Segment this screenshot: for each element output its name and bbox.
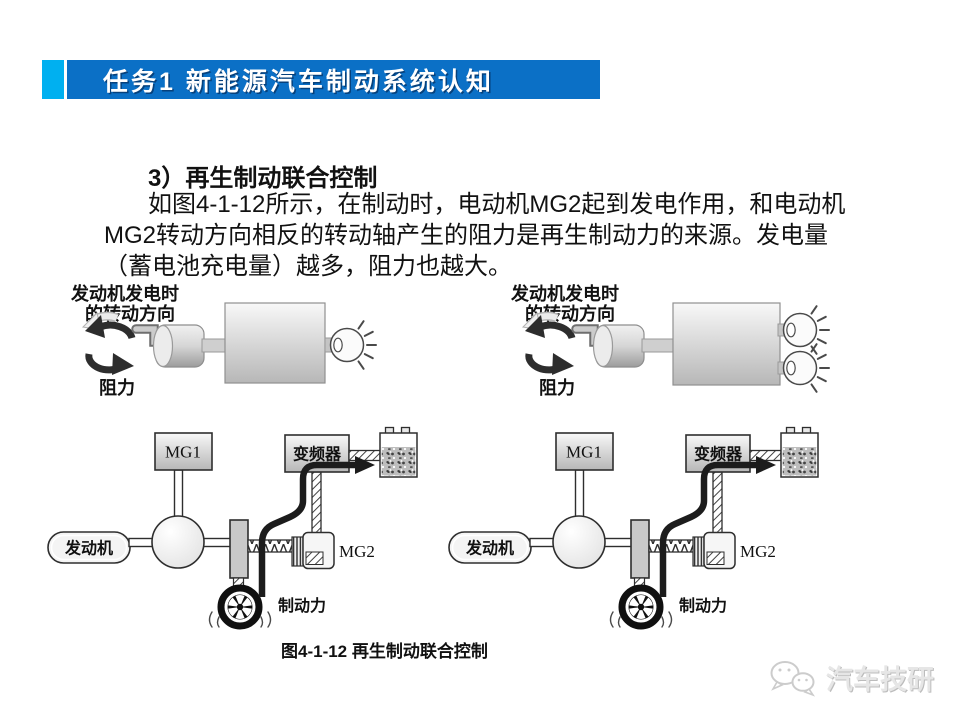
header-accent-square (42, 60, 64, 99)
watermark-brand: 汽车技研 (826, 665, 934, 695)
figure-diagram: 发动机发电时 的转动方向 阻力 (0, 280, 830, 640)
paragraph-line: 如图4-1-12所示，在制动时，电动机MG2起到发电作用，和电动机 (148, 191, 846, 218)
paragraph-line: （蓄电池充电量）越多，阻力也越大。 (104, 253, 512, 280)
generator-shaft (641, 338, 676, 353)
panel-bottom-left (48, 428, 417, 628)
generator-body-box (672, 302, 781, 386)
panel-bottom-right (449, 428, 818, 628)
section-heading: 3）再生制动联合控制 (148, 165, 378, 192)
panel-top-right (510, 283, 830, 398)
generator-shaft (201, 338, 228, 353)
header-bar: 任务1 新能源汽车制动系统认知 (67, 60, 600, 99)
paragraph-line: MG2转动方向相反的转动轴产生的阻力是再生制动力的来源。发电量 (104, 222, 829, 249)
panel-top-left (70, 283, 377, 398)
page-title: 任务1 新能源汽车制动系统认知 (103, 67, 494, 96)
watermark: 汽车技研 (768, 658, 934, 697)
generator-body-box (224, 302, 326, 384)
figure-caption: 图4-1-12 再生制动联合控制 (281, 642, 488, 661)
wechat-icon (770, 660, 816, 697)
body-paragraph: 如图4-1-12所示，在制动时，电动机MG2起到发电作用，和电动机 MG2转动方… (104, 189, 904, 282)
